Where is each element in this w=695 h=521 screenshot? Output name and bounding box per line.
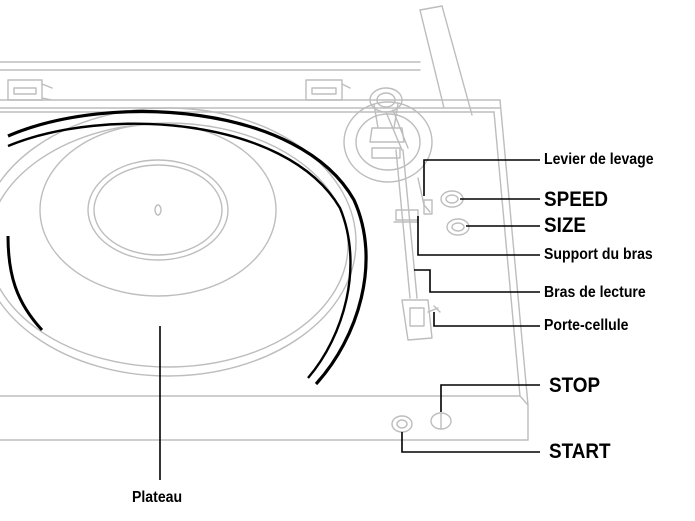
arm-rest bbox=[393, 209, 419, 223]
label-tonearm: Bras de lecture bbox=[544, 284, 646, 301]
record-edge bbox=[6, 110, 368, 386]
label-lift-lever: Levier de levage bbox=[544, 151, 654, 168]
tonearm bbox=[385, 109, 418, 299]
leader-arm-rest bbox=[417, 216, 540, 256]
turntable-base bbox=[0, 99, 529, 441]
label-platter: Plateau bbox=[132, 489, 183, 506]
leader-start bbox=[401, 432, 540, 453]
label-arm-rest: Support du bras bbox=[544, 246, 653, 263]
stop-button bbox=[430, 412, 452, 430]
lift-lever bbox=[417, 177, 433, 215]
speed-button bbox=[440, 190, 464, 208]
size-button bbox=[446, 218, 470, 236]
hinge-left bbox=[7, 79, 53, 101]
label-speed: SPEED bbox=[544, 188, 609, 211]
label-size: SIZE bbox=[544, 214, 587, 237]
dust-cover bbox=[0, 5, 473, 116]
tonearm-base bbox=[343, 87, 433, 183]
leader-lift-lever bbox=[423, 159, 540, 196]
leader-tonearm bbox=[414, 269, 540, 293]
platter bbox=[0, 107, 357, 377]
leader-lines bbox=[159, 159, 540, 480]
leader-headshell bbox=[433, 312, 540, 327]
label-headshell: Porte-cellule bbox=[544, 317, 629, 334]
start-button bbox=[391, 415, 413, 433]
label-start: START bbox=[549, 440, 611, 463]
headshell bbox=[401, 299, 441, 341]
hinge-right bbox=[305, 79, 351, 101]
leader-stop bbox=[440, 384, 540, 412]
label-stop: STOP bbox=[549, 374, 601, 397]
